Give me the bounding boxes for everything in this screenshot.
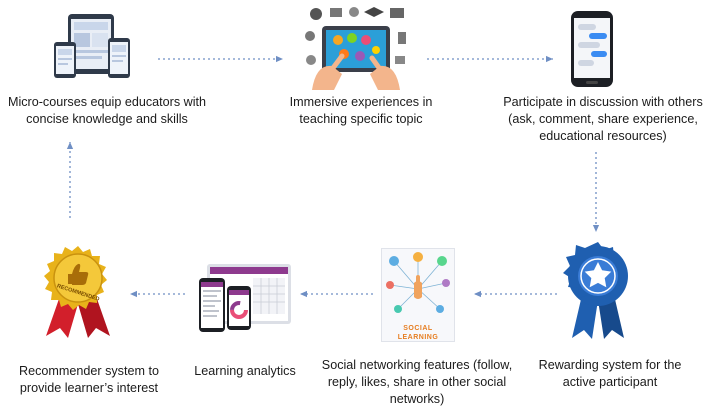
caption-discussion: Participate in discussion with others (a… bbox=[503, 95, 703, 143]
caption-analytics: Learning analytics bbox=[194, 364, 296, 378]
caption-immersive: Immersive experiences in teaching specif… bbox=[289, 95, 433, 126]
tablet-hands-icon bbox=[305, 7, 406, 90]
network-graph-icon bbox=[386, 252, 450, 313]
social-learning-icon: SOCIAL LEARNING bbox=[381, 248, 455, 342]
poster-label: SOCIAL LEARNING bbox=[397, 325, 439, 341]
analytics-dashboard-icon bbox=[199, 264, 291, 332]
award-ribbon-icon bbox=[563, 242, 628, 339]
recommended-seal-icon bbox=[44, 246, 110, 338]
devices-icon bbox=[54, 14, 130, 78]
smartphone-chat-icon bbox=[571, 11, 613, 87]
caption-rewarding: Rewarding system for the active particip… bbox=[538, 358, 682, 389]
caption-social: Social networking features (follow, repl… bbox=[321, 358, 513, 406]
caption-recommender: Recommender system to provide learner’s … bbox=[19, 364, 159, 395]
caption-micro-courses: Micro-courses equip educators with conci… bbox=[7, 95, 207, 126]
